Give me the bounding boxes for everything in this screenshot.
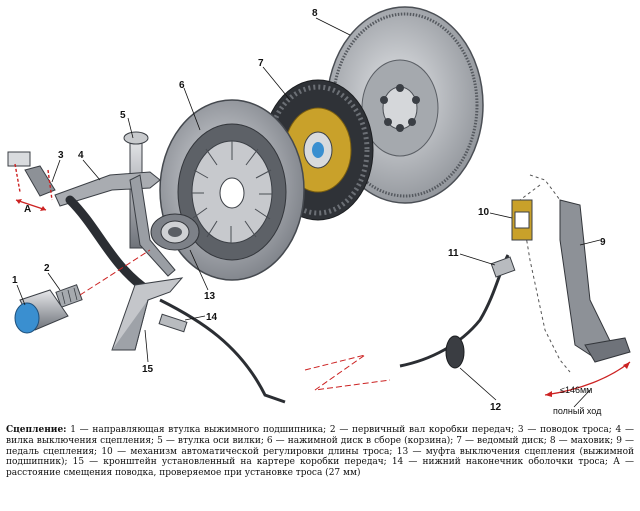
pedal-travel-arrow xyxy=(544,361,631,397)
cable-adjust-mechanism xyxy=(511,199,533,241)
pressure-plate xyxy=(159,99,305,281)
label-9: 9 xyxy=(600,237,606,248)
label-14: 14 xyxy=(206,312,218,323)
pedal-travel-label: полный ход xyxy=(553,406,602,416)
clutch-cable-upper xyxy=(399,254,516,369)
label-7: 7 xyxy=(258,58,264,69)
figure-caption: Сцепление: 1 — направляющая втулка выжим… xyxy=(6,425,634,507)
label-a: A xyxy=(24,204,31,215)
leader-lines xyxy=(16,17,601,408)
label-5: 5 xyxy=(120,110,126,121)
caption-text: 1 — направляющая втулка выжимного подшип… xyxy=(6,425,634,479)
label-1: 1 xyxy=(12,275,18,286)
label-3: 3 xyxy=(58,150,64,161)
label-13: 13 xyxy=(204,291,216,302)
gearbox-bracket xyxy=(111,277,184,351)
label-2: 2 xyxy=(44,263,50,274)
clutch-cable-lower xyxy=(65,195,286,404)
label-4: 4 xyxy=(78,150,84,161)
cable-lever xyxy=(7,151,56,211)
caption-heading: Сцепление: xyxy=(6,425,67,435)
label-11: 11 xyxy=(448,248,459,259)
guide-sleeve xyxy=(14,289,69,334)
cable-sheath-tip xyxy=(158,313,188,333)
label-6: 6 xyxy=(179,80,185,91)
label-8: 8 xyxy=(312,8,318,19)
label-15: 15 xyxy=(142,364,154,375)
release-bearing xyxy=(150,213,200,251)
alignment-lines xyxy=(79,249,391,391)
pedal-travel-value: ≤146мм xyxy=(560,385,592,395)
clutch-pedal xyxy=(519,174,631,373)
label-12: 12 xyxy=(490,402,502,413)
gearbox-input-shaft xyxy=(55,284,83,308)
diagram-figure: 8 7 6 5 4 3 A 1 2 13 14 15 10 11 12 9 ≤1… xyxy=(7,6,631,416)
label-10: 10 xyxy=(478,207,490,218)
